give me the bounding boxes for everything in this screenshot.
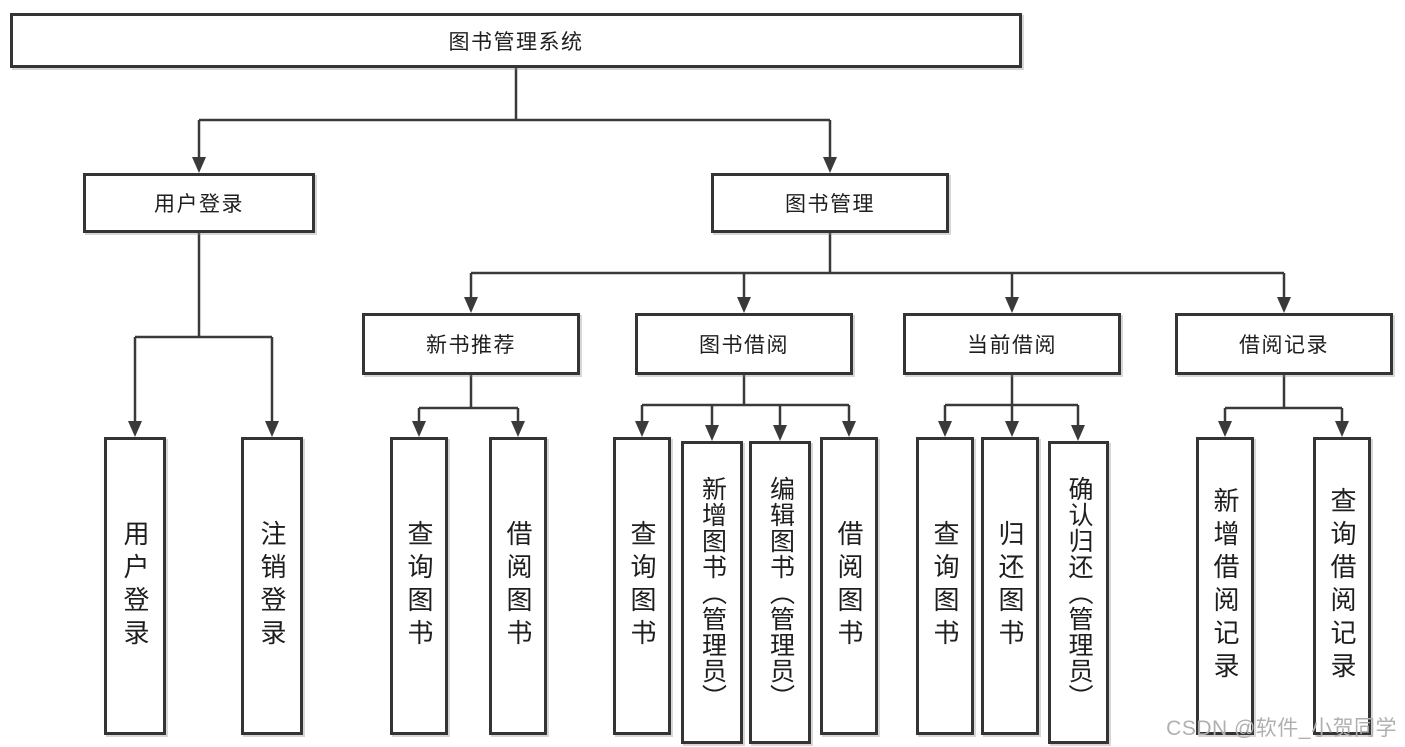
arrowhead xyxy=(192,157,206,173)
leaf-label: 查询图书 xyxy=(627,520,657,652)
arrowhead xyxy=(265,421,279,437)
leaf-label: 新增借阅记录 xyxy=(1210,487,1240,685)
node-book-borrow-label: 图书借阅 xyxy=(699,334,789,357)
leaf-label: 用户登录 xyxy=(120,520,150,652)
node-root-label: 图书管理系统 xyxy=(448,30,584,54)
connector-root xyxy=(197,68,832,159)
arrowhead xyxy=(511,421,525,437)
csdn-watermark: CSDN @软件_小贺同学 xyxy=(1166,717,1397,740)
node-current-borrow-label: 当前借阅 xyxy=(967,334,1057,357)
node-book-mgmt: 图书管理 xyxy=(711,173,949,233)
leaf-label: 查询图书 xyxy=(930,520,960,652)
connector-current-borrow xyxy=(943,375,1080,427)
leaf-label: 查询借阅记录 xyxy=(1327,487,1357,685)
leaf-query-books-3: 查询图书 xyxy=(916,437,974,735)
node-borrow-records: 借阅记录 xyxy=(1175,313,1393,375)
arrowhead xyxy=(1277,297,1291,313)
leaf-label: 确认归还（管理员） xyxy=(1065,475,1093,710)
arrowhead xyxy=(823,157,837,173)
leaf-user-login: 用户登录 xyxy=(104,437,166,735)
node-book-mgmt-label: 图书管理 xyxy=(785,193,875,216)
leaf-label: 归还图书 xyxy=(995,520,1025,652)
leaf-confirm-return-admin: 确认归还（管理员） xyxy=(1048,441,1109,744)
node-new-book-rec: 新书推荐 xyxy=(362,313,580,375)
leaf-add-books-admin: 新增图书（管理员） xyxy=(681,441,743,744)
arrowhead xyxy=(1335,421,1349,437)
node-book-borrow: 图书借阅 xyxy=(635,313,853,375)
leaf-borrow-books-2: 借阅图书 xyxy=(820,437,878,735)
arrowhead xyxy=(1005,421,1019,437)
arrowhead xyxy=(1071,425,1085,441)
connector-user-login xyxy=(133,233,274,423)
connector-new-book-rec xyxy=(417,375,520,423)
leaf-label: 注销登录 xyxy=(257,520,287,652)
arrowhead xyxy=(773,425,787,441)
leaf-return-books: 归还图书 xyxy=(981,437,1039,735)
arrowhead xyxy=(1005,297,1019,313)
leaf-label: 借阅图书 xyxy=(503,520,533,652)
leaf-label: 新增图书（管理员） xyxy=(698,475,727,710)
leaf-add-borrow-record: 新增借阅记录 xyxy=(1196,437,1254,735)
arrowhead xyxy=(635,421,649,437)
arrowhead xyxy=(705,425,719,441)
leaf-label: 编辑图书（管理员） xyxy=(766,475,795,710)
leaf-edit-books-admin: 编辑图书（管理员） xyxy=(749,441,811,744)
arrowhead xyxy=(464,297,478,313)
connector-borrow-records xyxy=(1223,375,1344,423)
leaf-label: 查询图书 xyxy=(404,520,434,652)
connector-book-mgmt xyxy=(469,233,1286,299)
arrowhead xyxy=(128,421,142,437)
arrowhead xyxy=(412,421,426,437)
node-current-borrow: 当前借阅 xyxy=(903,313,1121,375)
node-user-login-label: 用户登录 xyxy=(154,193,244,216)
leaf-logout: 注销登录 xyxy=(241,437,303,735)
leaf-query-books-1: 查询图书 xyxy=(390,437,448,735)
node-new-book-rec-label: 新书推荐 xyxy=(426,334,516,357)
leaf-query-borrow-record: 查询借阅记录 xyxy=(1313,437,1371,735)
leaf-label: 借阅图书 xyxy=(834,520,864,652)
connector-book-borrow xyxy=(640,375,851,427)
arrowhead xyxy=(737,297,751,313)
arrowhead xyxy=(842,421,856,437)
node-borrow-records-label: 借阅记录 xyxy=(1239,334,1329,357)
arrowhead xyxy=(1218,421,1232,437)
node-user-login: 用户登录 xyxy=(83,173,315,233)
node-root: 图书管理系统 xyxy=(10,13,1022,68)
leaf-query-books-2: 查询图书 xyxy=(613,437,671,735)
leaf-borrow-books-1: 借阅图书 xyxy=(489,437,547,735)
arrowhead xyxy=(938,421,952,437)
